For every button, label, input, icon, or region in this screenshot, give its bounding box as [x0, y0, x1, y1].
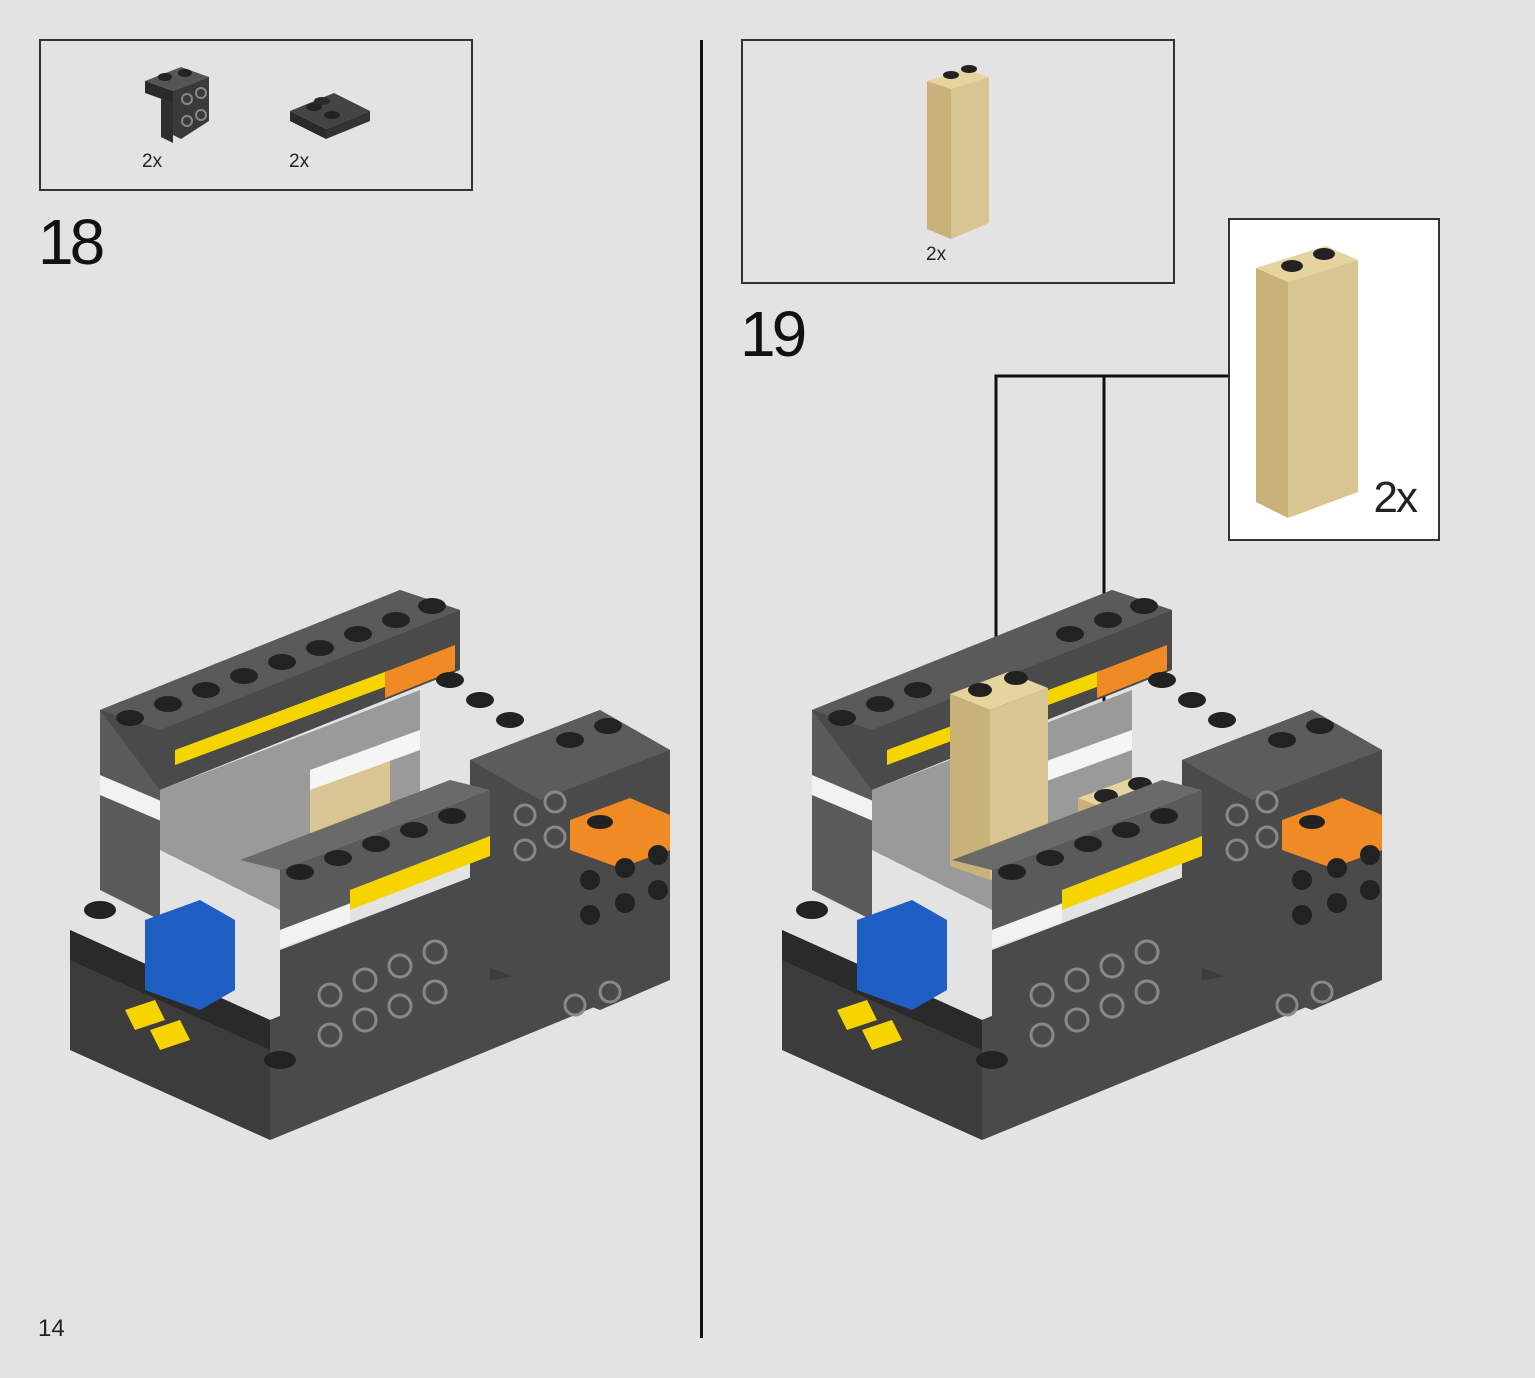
part-qty: 2x [289, 151, 310, 172]
plate-part-icon [290, 93, 370, 139]
callout-box: 2x [1228, 218, 1440, 541]
parts-box-step-19: 2x [741, 39, 1175, 284]
part-qty: 2x [926, 244, 947, 265]
parts-box-step-18: 2x 2x [39, 39, 473, 191]
model-step-19-illustration [782, 590, 1382, 1140]
part-qty: 2x [142, 151, 163, 172]
tan-brick-callout-icon [1256, 246, 1358, 518]
tan-brick-part-icon [927, 65, 989, 239]
callout-qty: 2x [1373, 473, 1419, 522]
page-divider [700, 40, 703, 1338]
step-number: 19 [740, 298, 807, 370]
model-step-18-illustration [70, 590, 670, 1140]
page-number: 14 [38, 1315, 65, 1342]
step-number: 18 [38, 206, 105, 278]
bracket-part-icon [145, 67, 209, 143]
